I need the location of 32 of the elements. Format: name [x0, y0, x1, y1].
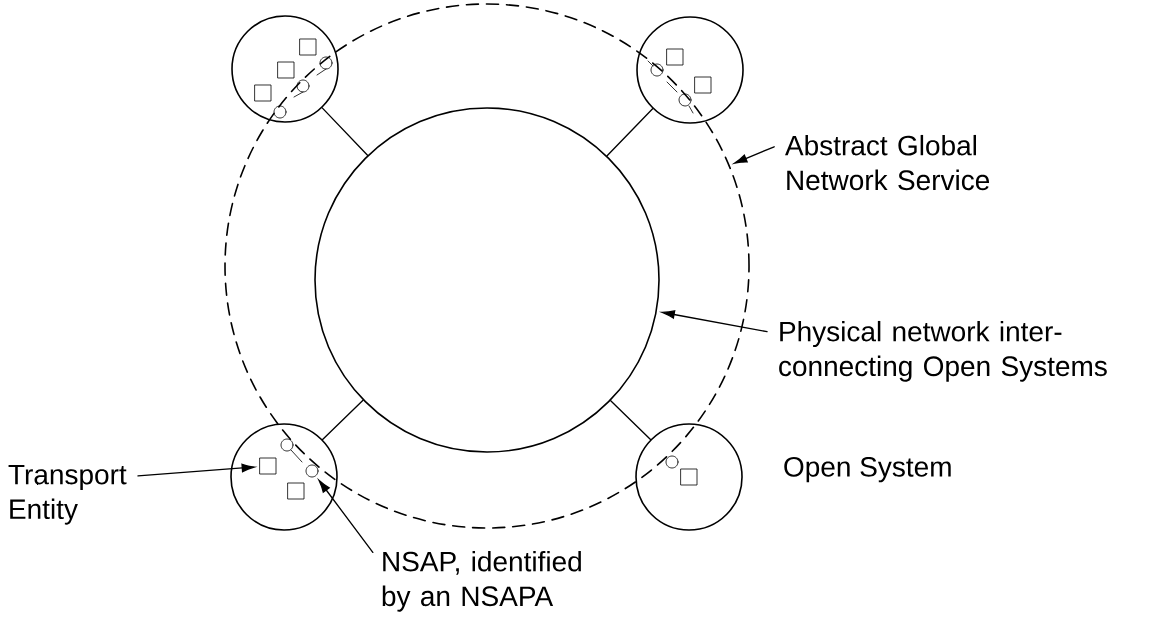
entity-square	[254, 84, 272, 102]
leader-arrow	[318, 479, 374, 554]
callout-text: Physical network inter-connecting Open Systems	[779, 320, 1107, 382]
leader-arrow	[137, 463, 255, 477]
leader-arrow	[661, 310, 768, 333]
access-point-circle	[316, 56, 333, 76]
system-circle	[635, 423, 743, 531]
callout-text: NSAP, identified by an NSAPA	[382, 550, 581, 612]
leader-arrow	[734, 146, 775, 164]
callout-text: Transport Entity	[8, 464, 127, 525]
access-point-circle	[293, 79, 310, 98]
network-circle	[314, 107, 660, 453]
callout-text: Abstract Global Network Service	[785, 134, 990, 191]
entity-square	[277, 61, 295, 79]
connector-line	[610, 400, 652, 441]
connector-line	[321, 399, 364, 441]
access-point-circle	[280, 438, 303, 463]
entity-square	[666, 48, 684, 66]
entity-square	[299, 38, 317, 56]
system-circle	[230, 423, 338, 531]
entity-square	[694, 76, 712, 94]
system-circle	[231, 15, 339, 123]
connector-line	[606, 108, 654, 157]
entity-square	[259, 457, 277, 475]
entity-square	[680, 468, 698, 486]
access-point-circle	[666, 81, 694, 114]
system-circle	[636, 16, 744, 124]
dashed-ring	[224, 3, 750, 529]
label: Open System	[784, 456, 951, 483]
connector-line	[321, 107, 369, 156]
entity-square	[287, 482, 305, 500]
access-point-circle	[647, 60, 664, 77]
